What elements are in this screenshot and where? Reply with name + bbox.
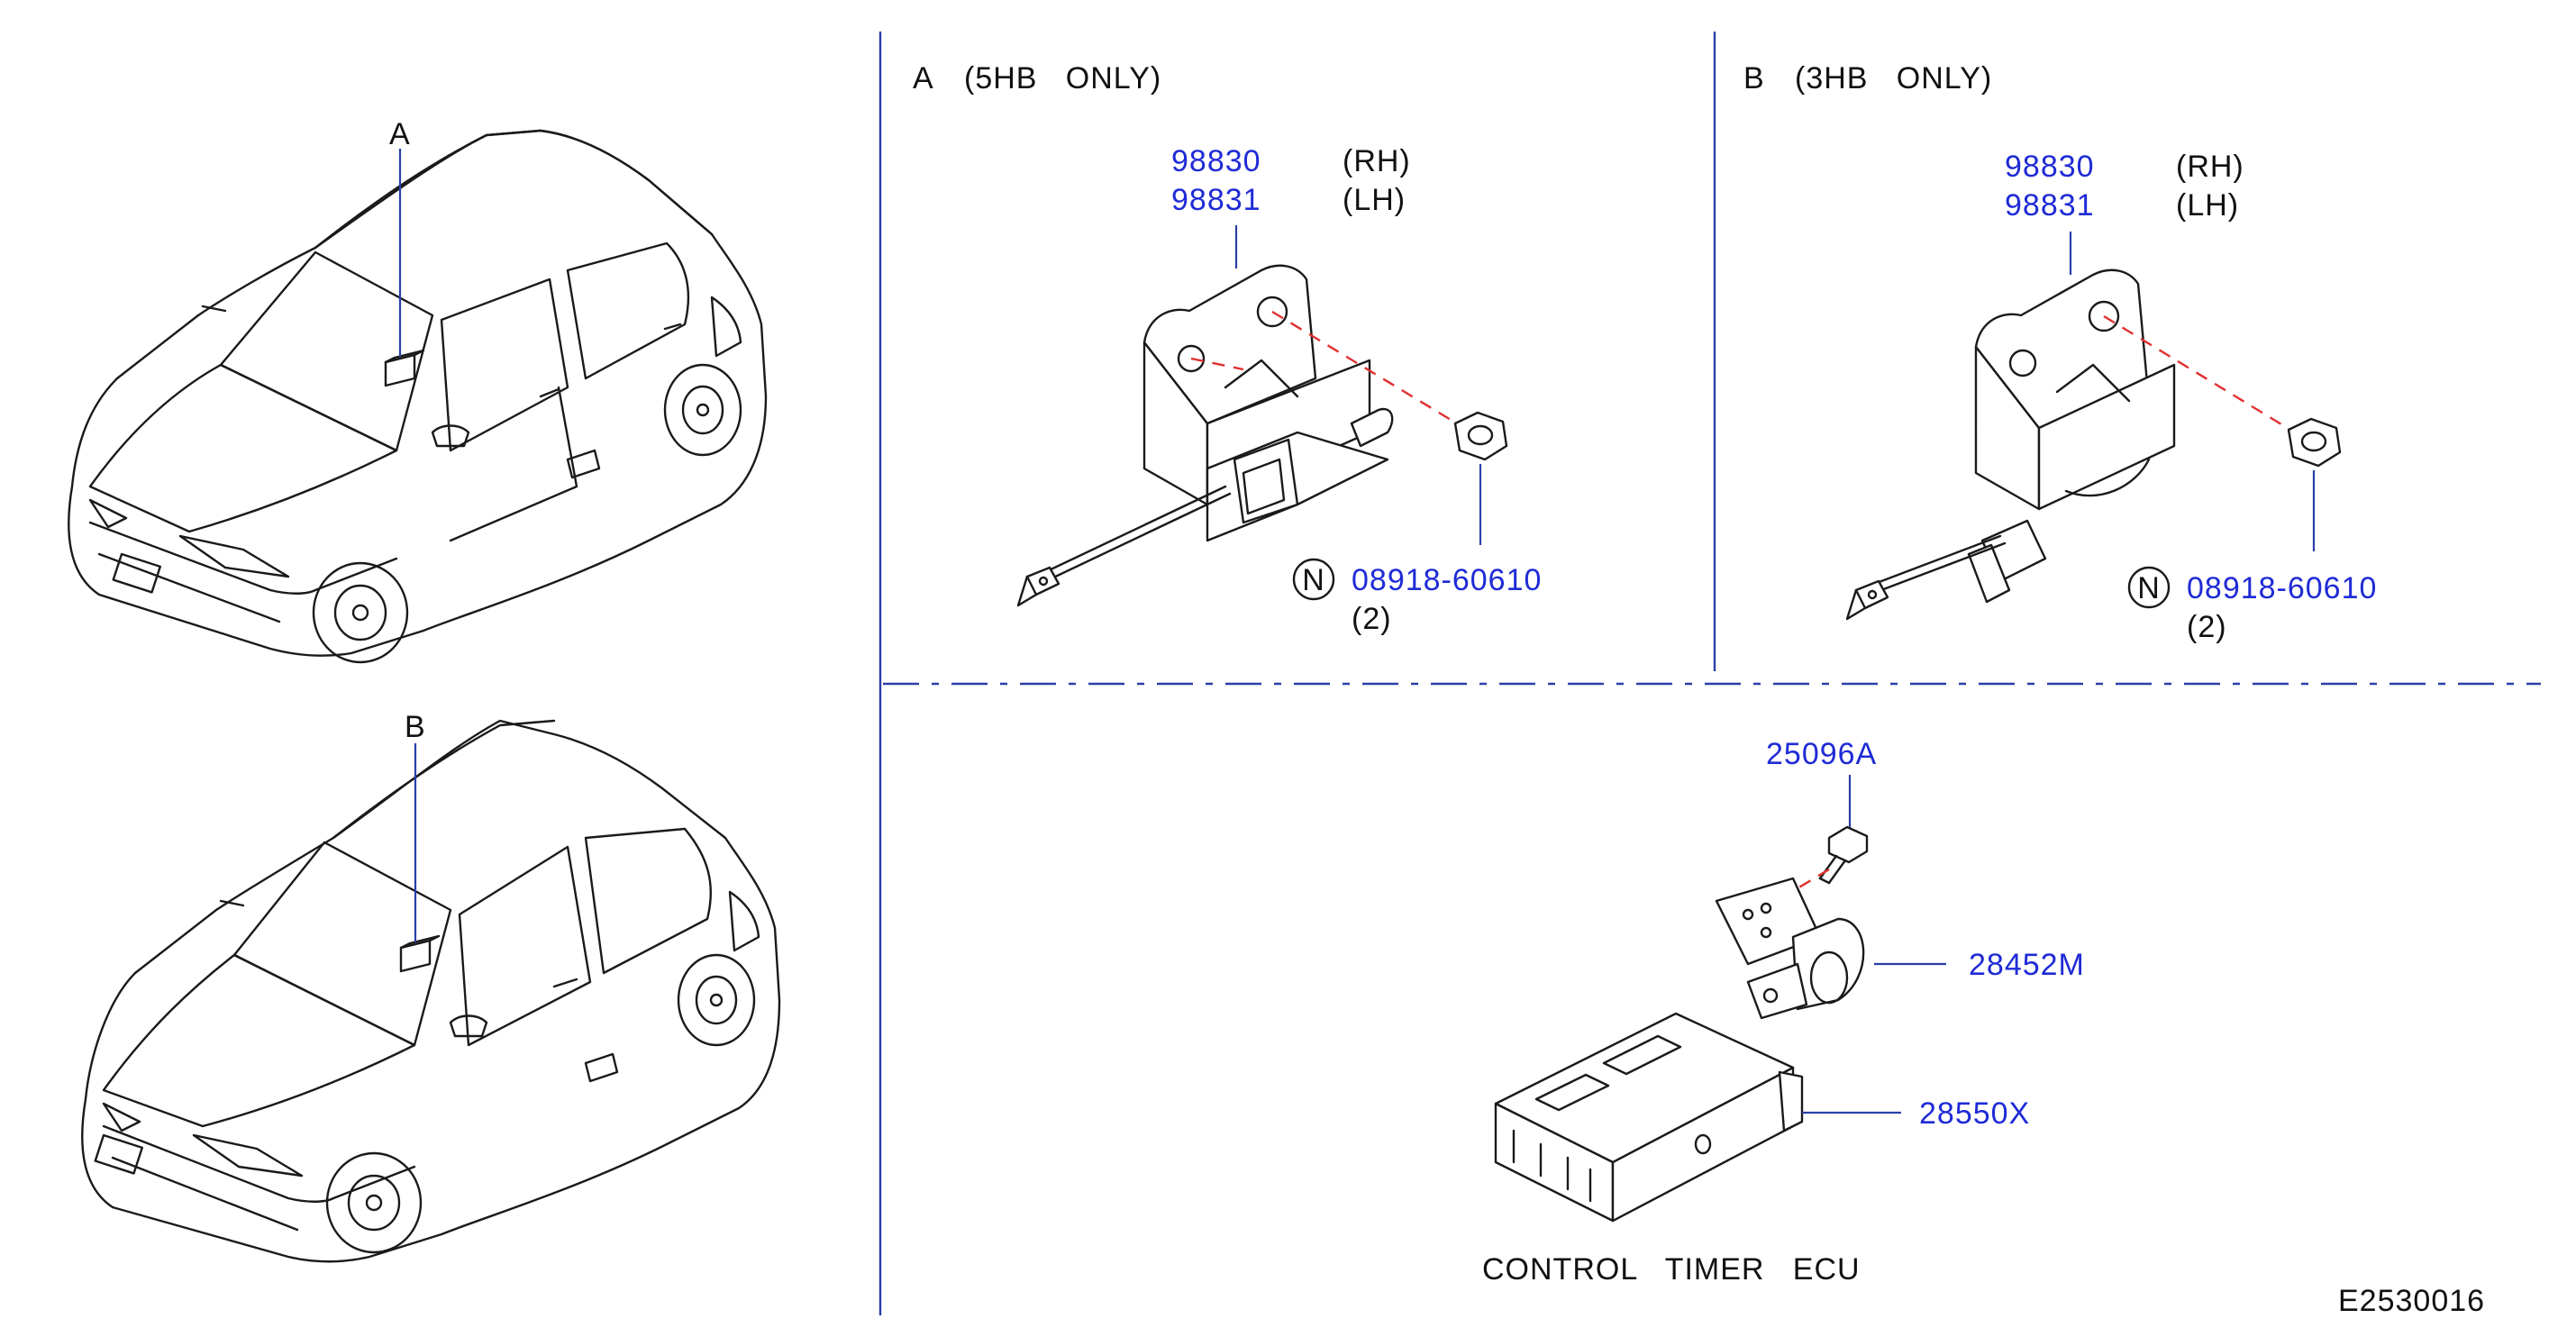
panel-b-nut-symbol: N [2137,571,2161,605]
panel-a-nut-symbol: N [1302,563,1325,597]
bolt-part-number: 25096A [1766,737,1877,771]
panel-b-side-rh: (RH) [2176,150,2244,184]
panel-b: B (3HB ONLY) 98830 98831 (RH) (LH) [1743,61,2377,644]
panel-a-part-rh: 98830 [1171,144,1261,178]
ecu-unit [1494,1012,1901,1223]
panel-a-nut-part: 08918-60610 [1352,563,1542,597]
panel-a-note: (5HB ONLY) [964,61,1161,96]
panel-b-nut-qty: (2) [2187,610,2227,644]
ecu-section: 25096A 28452M [1482,737,2085,1287]
panel-b-note: (3HB ONLY) [1795,61,1992,96]
panel-b-letter: B [1743,61,1765,96]
bracket-part-number: 28452M [1969,948,2085,982]
car-illustration-3hb: B [81,710,781,1263]
sensor-bracket-b [1845,268,2176,621]
panel-b-part-rh: 98830 [2005,150,2095,184]
panel-a-part-lh: 98831 [1171,183,1261,217]
panel-a: A (5HB ONLY) 98830 98831 (RH) (LH) [913,61,1542,636]
nut-a [1453,411,1508,545]
car-label-a: A [389,117,411,151]
panel-b-side-lh: (LH) [2176,188,2239,223]
car-label-b: B [405,710,426,744]
nut-symbol-circle-a [1292,558,1335,601]
bolt [1818,825,1869,885]
car-illustration-5hb: A [68,117,768,664]
ecu-caption: CONTROL TIMER ECU [1482,1252,1861,1287]
panel-a-letter: A [913,61,934,96]
ecu-part-number: 28550X [1919,1096,2030,1131]
panel-b-nut-part: 08918-60610 [2187,571,2377,605]
panel-a-side-lh: (LH) [1343,183,1406,217]
ecu-bracket [1715,877,1946,1020]
sensor-bracket-a [1016,264,1394,607]
nut-symbol-circle-b [2127,566,2171,609]
panel-a-nut-qty: (2) [1352,602,1392,636]
panel-a-side-rh: (RH) [1343,144,1411,178]
nut-b [2287,417,2342,551]
panel-b-part-lh: 98831 [2005,188,2095,223]
diagram-code: E2530016 [2338,1284,2485,1318]
